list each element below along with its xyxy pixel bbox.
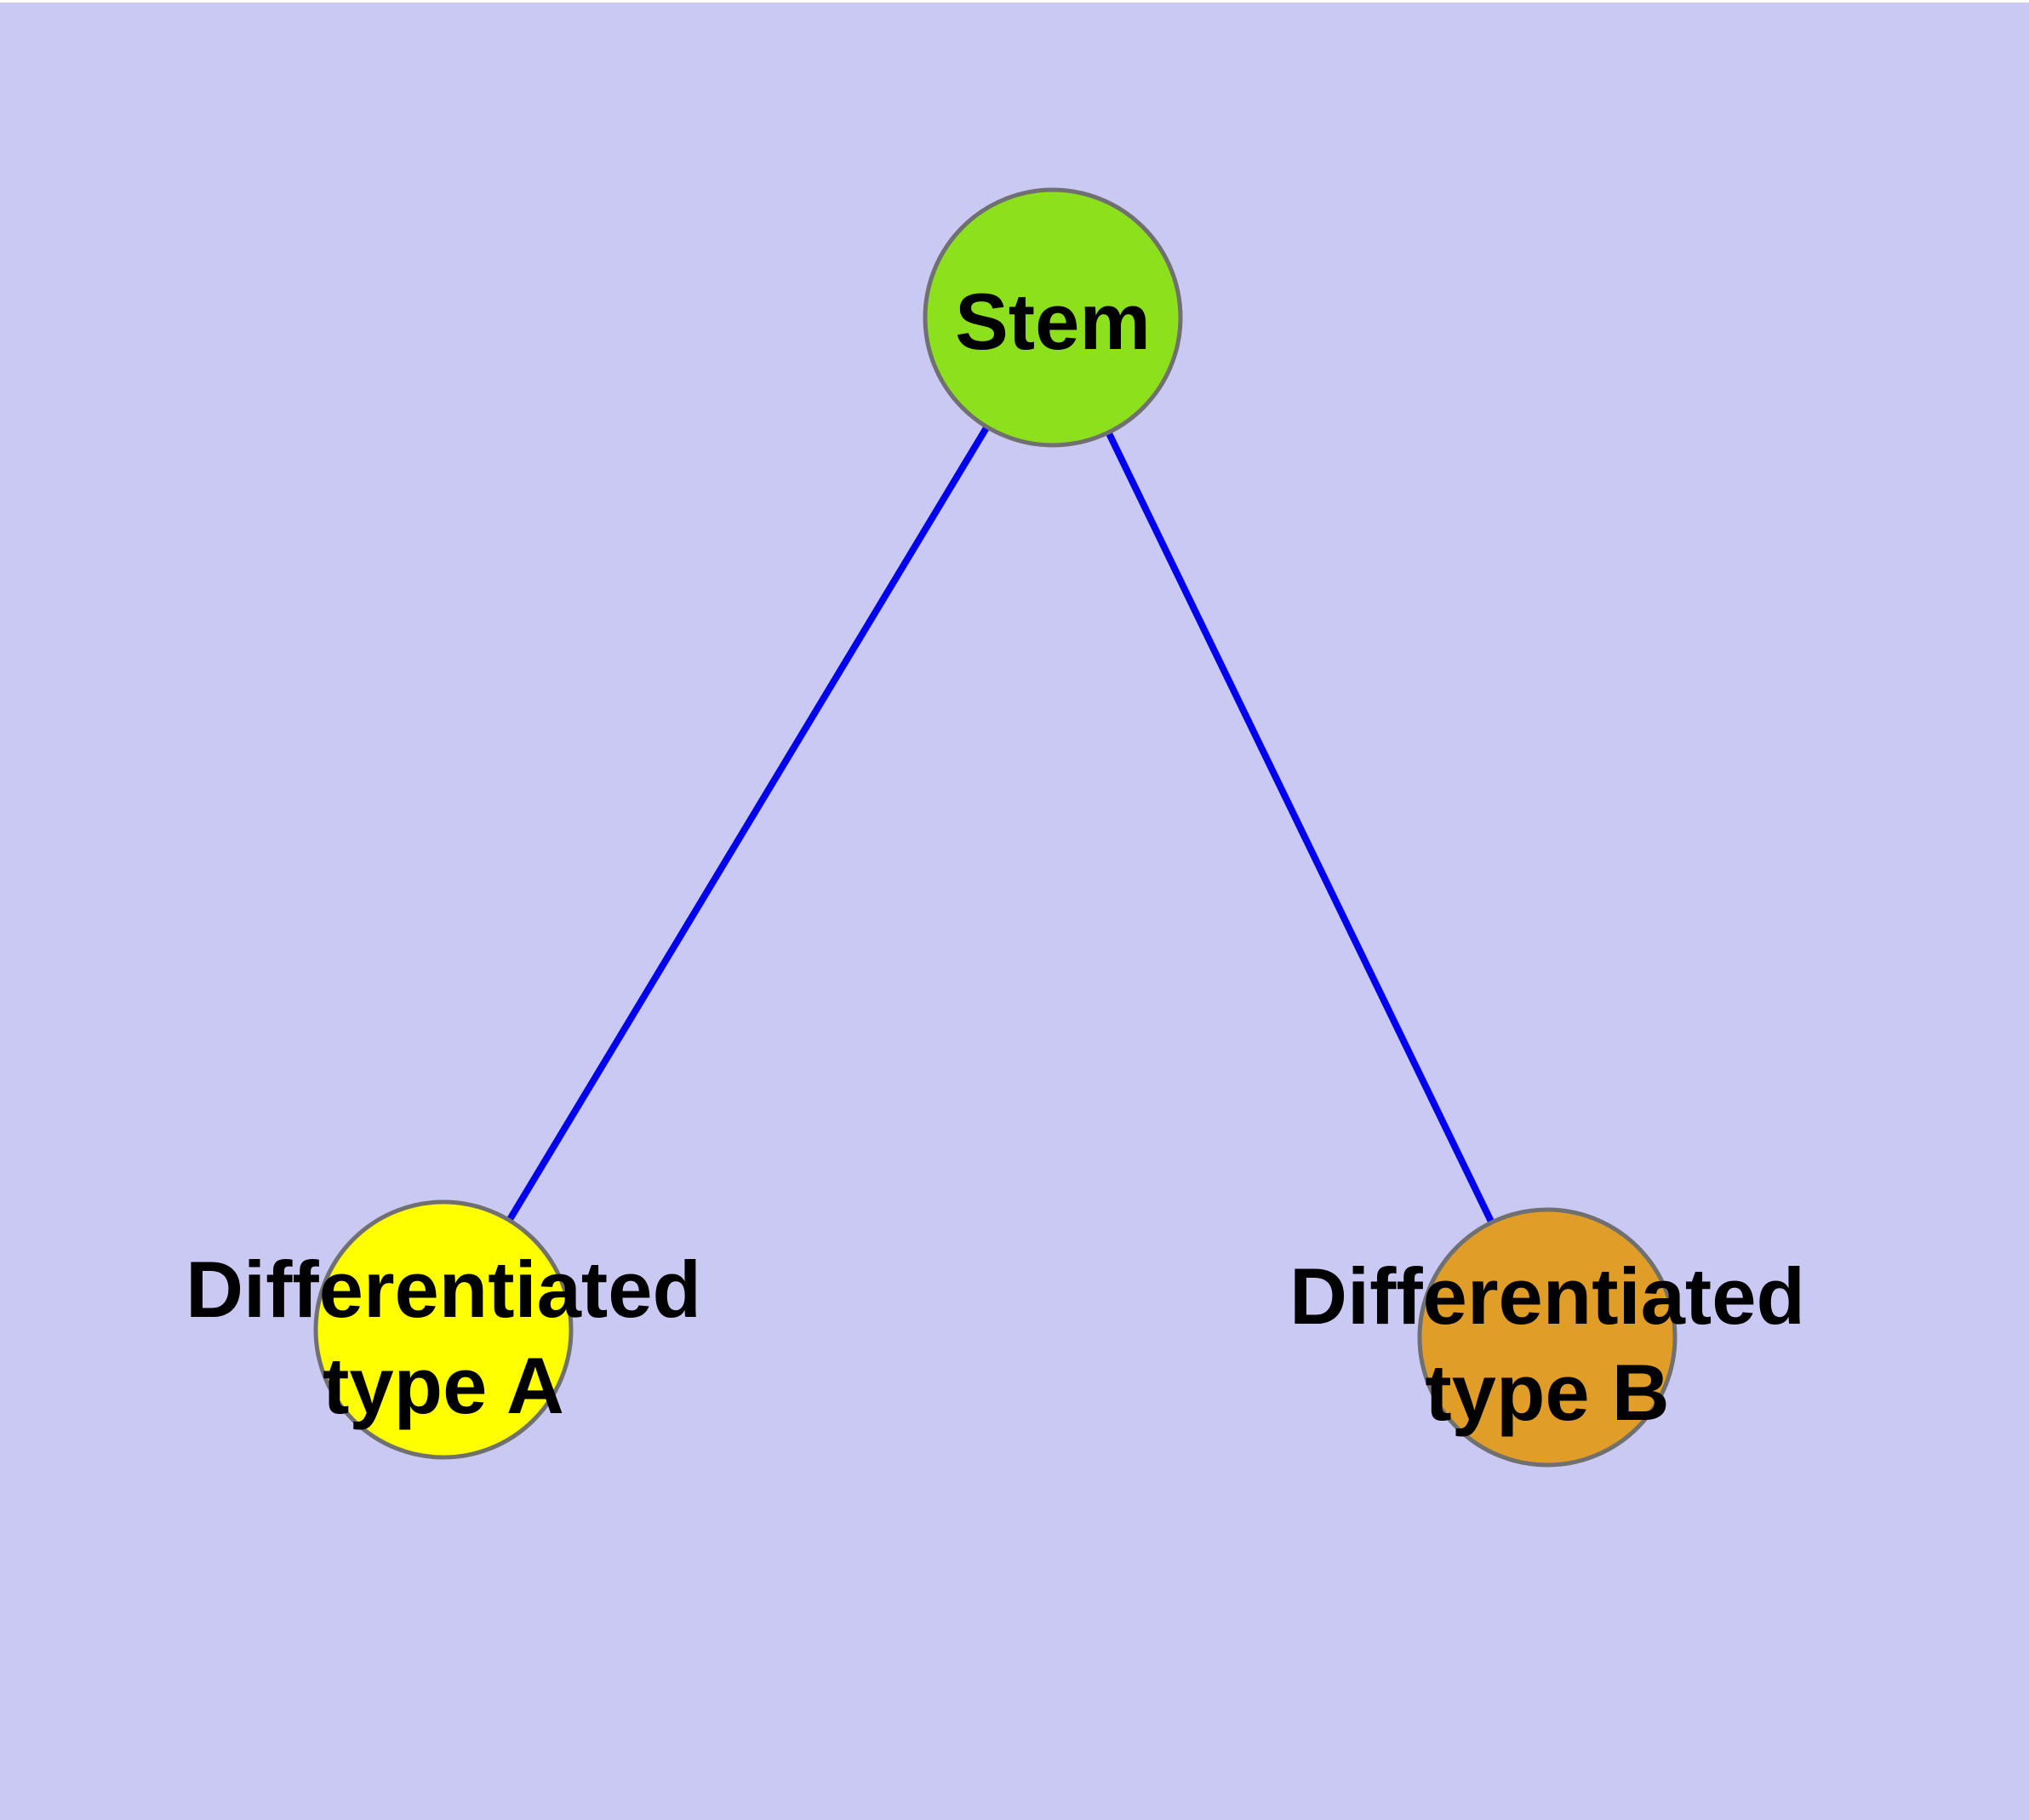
- node-type-a-label-line2: type A: [323, 1341, 564, 1430]
- node-type-a-circle: [313, 1199, 574, 1460]
- edge-stem-to-type-b: [1049, 316, 1551, 1339]
- node-differentiated-type-b: Differentiated type B: [1289, 1207, 1805, 1468]
- edge-stem-to-type-a: [440, 315, 1056, 1332]
- node-stem: Stem: [923, 187, 1183, 448]
- node-type-b-label-line1: Differentiated: [1289, 1251, 1805, 1341]
- node-type-a-label-line1: Differentiated: [186, 1245, 701, 1334]
- node-stem-label: Stem: [955, 277, 1151, 366]
- node-type-b-circle: [1417, 1207, 1677, 1468]
- node-type-b-label-line2: type B: [1425, 1348, 1669, 1437]
- node-stem-circle: [923, 187, 1183, 448]
- node-differentiated-type-a: Differentiated type A: [186, 1199, 701, 1460]
